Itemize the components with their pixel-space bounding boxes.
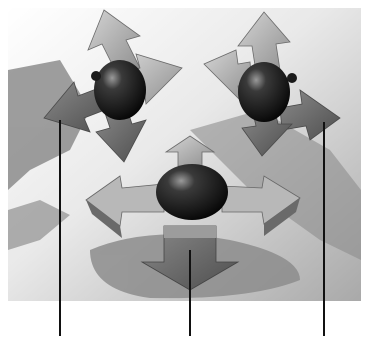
center-gizmo-sphere [156,164,228,220]
right-gizmo-sphere [238,62,290,122]
left-gizmo-sphere [94,60,146,120]
